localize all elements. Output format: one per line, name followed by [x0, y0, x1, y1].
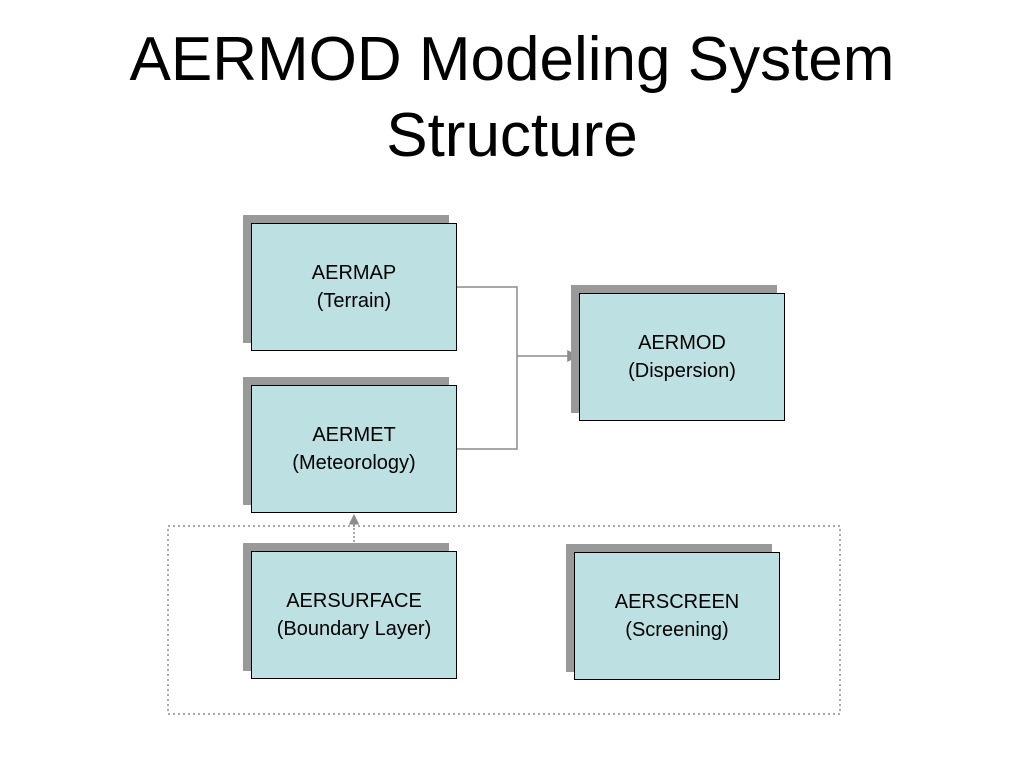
node-aerscreen-role: (Screening) [625, 619, 729, 641]
node-aermod-box: AERMOD (Dispersion) [579, 293, 785, 421]
node-aermap-role: (Terrain) [316, 290, 392, 312]
slide-title-line-1: AERMOD Modeling System [129, 25, 895, 94]
node-aermap-box: AERMAP (Terrain) [251, 223, 457, 351]
slide-title-line-2: Structure [386, 101, 638, 170]
node-aersurface-role: (Boundary Layer) [276, 618, 432, 640]
node-aersurface: AERSURFACE (Boundary Layer) [243, 543, 457, 679]
node-aersurface-name: AERSURFACE [286, 590, 422, 612]
node-aerscreen-box: AERSCREEN (Screening) [574, 552, 780, 680]
node-aermet-role: (Meteorology) [292, 452, 416, 474]
connector-aermap-to-junction [457, 286, 518, 356]
node-aermet-box: AERMET (Meteorology) [251, 385, 457, 513]
node-aermod: AERMOD (Dispersion) [571, 285, 785, 421]
node-aermod-role: (Dispersion) [628, 360, 736, 382]
connector-aermet-to-junction [457, 356, 518, 450]
node-aermet-name: AERMET [312, 424, 396, 446]
node-aersurface-box: AERSURFACE (Boundary Layer) [251, 551, 457, 679]
node-aermap: AERMAP (Terrain) [243, 215, 457, 351]
grouping-dotted-frame [167, 525, 841, 715]
node-aerscreen-name: AERSCREEN [614, 591, 740, 613]
node-aermap-name: AERMAP [311, 262, 397, 284]
node-aermod-name: AERMOD [638, 332, 726, 354]
slide-title: AERMOD Modeling System Structure [0, 22, 1024, 174]
node-aerscreen: AERSCREEN (Screening) [566, 544, 780, 680]
node-aermet: AERMET (Meteorology) [243, 377, 457, 513]
